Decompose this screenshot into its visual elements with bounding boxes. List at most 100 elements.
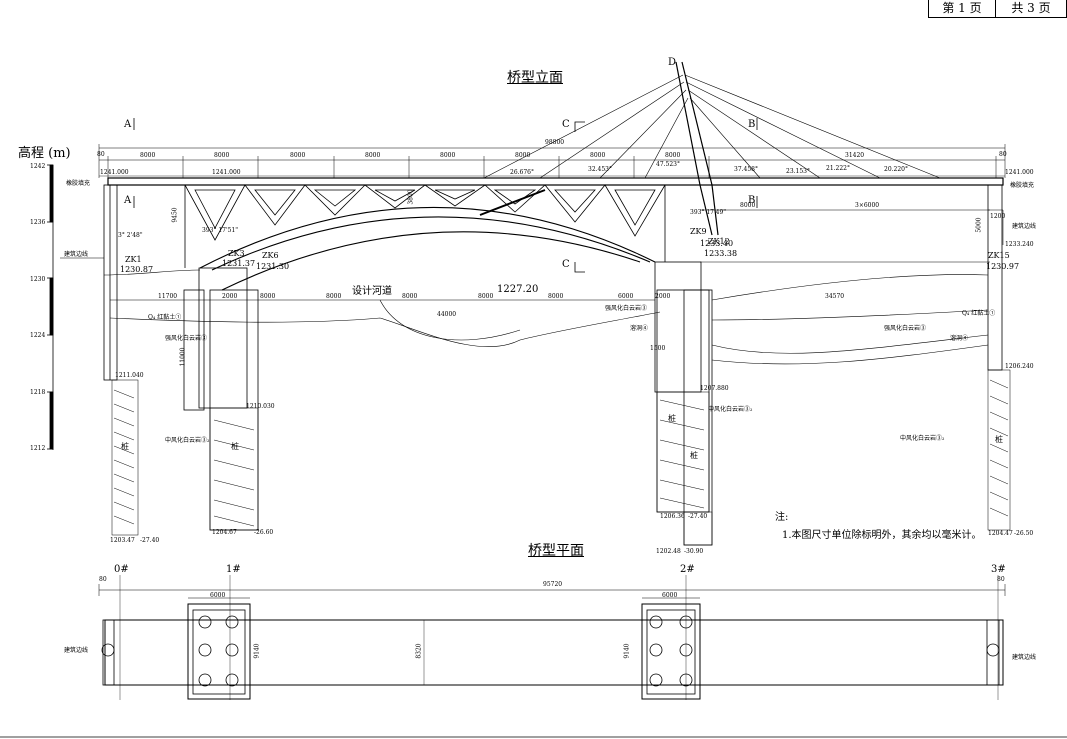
dim-11700: 11700 [158,293,178,300]
borehole-zk12: ZK12 [708,237,730,246]
bottom-level-3: 1206.36 [660,513,685,520]
abutment-0 [103,184,118,381]
dim-8000c: 8000 [326,293,342,300]
elevation-title: 桥型立面 [507,70,563,86]
section-c-top: C [562,119,570,130]
dim-span-7: 8000 [590,152,606,159]
dim-11000: 11000 [179,347,187,367]
pile-label-0: 桩 [121,442,129,451]
pier-2-label: 2# [680,564,695,575]
soil-left: Q₄ 红黏土① [148,314,182,321]
dim-34570: 34570 [825,293,845,300]
rubber-fill-left: 橡胶填充 [66,180,91,187]
level-1241-mid: 1241.000 [212,169,241,176]
scale-tick-3: 1230 [30,276,46,283]
boundary-left: 建筑边线 [64,251,89,258]
pile-level-1: 1211.040 [115,372,144,379]
dim-9450: 9450 [171,207,179,223]
section-c-bottom: C [562,259,570,270]
pile-label-1: 桩 [231,442,239,451]
borehole-zk3-el: 1231.37 [222,259,256,268]
dim-8000d: 8000 [402,293,418,300]
plan-total: 95720 [543,581,563,588]
pile-label-2b: 桩 [690,451,698,460]
dim-2000a: 2000 [222,293,238,300]
dim-mid-8000: 8000 [740,202,756,209]
plan-6000-a: 6000 [210,592,226,599]
borehole-zk1-el: 1230.87 [120,265,154,274]
strong-rock-mid: 强风化白云岩③ [605,305,648,312]
pier-2 [654,261,713,546]
bottom-level-2-v: -26.60 [254,529,274,536]
dim-right-span: 31420 [845,152,865,159]
bottom-level-4-v: -30.90 [684,548,704,555]
scale-tick-5: 1218 [30,389,46,396]
dim-3x6000: 3×6000 [855,202,880,209]
piles [111,369,1011,546]
section-b-top: B [748,119,756,130]
rubber-fill-right: 橡胶填充 [1010,182,1035,189]
plan-left-80: 80 [99,576,107,583]
plan-right-80: 80 [997,576,1005,583]
dim-44000: 44000 [437,311,457,318]
angle-2: 32.453° [588,166,612,173]
plan-boundary-right: 建筑边线 [1012,654,1037,661]
scale-tick-2: 1236 [30,219,46,226]
pier-1 [183,267,259,531]
scale-tick-4: 1224 [30,332,46,339]
plan-boundary-left: 建筑边线 [64,647,89,654]
page-number-box: 第 1 页 [928,0,996,18]
dim-span-2: 8000 [214,152,230,159]
bottom-level-4: 1202.48 [656,548,681,555]
angle-right-a: 393° 17'49" [690,209,727,216]
angle-1: 26.676° [510,169,534,176]
section-markers [133,118,758,273]
dim-8000f: 8000 [548,293,564,300]
borehole-zk1: ZK1 [125,255,142,264]
dim-span-1: 8000 [140,152,156,159]
scale-tick-6: 1212 [30,445,46,452]
pile-level-4: 1206.240 [1005,363,1034,370]
borehole-zk3: ZK3 [228,249,245,258]
dim-3800: 3800 [407,189,415,205]
plan-mid-width: 8320 [415,643,423,659]
pier-1-label: 1# [226,564,241,575]
strong-rock-left: 强风化白云岩③ [165,335,208,342]
dim-8000b: 8000 [260,293,276,300]
plan-view [98,575,1006,700]
angle-3: 47.523° [656,161,680,168]
right-approach [700,209,1004,263]
note-line-1: 1.本图尺寸单位除标明外，其余均以毫米计。 [782,530,982,541]
borehole-zk15-el: 1230.97 [986,262,1020,271]
angle-6: 21.222° [826,165,850,172]
scale-tick-1: 1242 [30,163,46,170]
section-a-bottom: A [124,195,132,206]
note-head: 注: [775,512,789,523]
plan-title: 桥型平面 [528,543,584,559]
truss [184,184,666,268]
borehole-zk6-el: 1231.30 [256,262,290,271]
dim-1500: 1500 [650,345,666,352]
mid-rock-mid: 中风化白云岩③₂ [708,406,753,413]
bottom-level-5-v: -26.50 [1014,530,1034,537]
pile-level-2: 1210.030 [246,403,275,410]
angle-5: 23.153° [786,168,810,175]
bottom-level-1-v: -27.40 [140,537,160,544]
borehole-zk12-el: 1233.38 [704,249,738,258]
dim-right-80: 80 [999,151,1007,158]
top-dimension-lines [98,144,1006,178]
borehole-zk9: ZK9 [690,227,707,236]
bottom-level-2: 1204.67 [212,529,237,536]
dim-2000b: 2000 [655,293,671,300]
strong-rock-right: 强风化白云岩③ [884,325,927,332]
cables [479,74,941,216]
pile-label-2a: 桩 [668,414,676,423]
section-b-bottom: B [748,195,756,206]
pier-3-label: 3# [991,564,1006,575]
deck [99,175,1005,186]
karst-right: 溶洞④ [950,335,969,342]
plan-9140-b: 9140 [623,643,631,659]
bottom-level-1: 1203.47 [110,537,135,544]
page-total-box: 共 3 页 [995,0,1067,18]
